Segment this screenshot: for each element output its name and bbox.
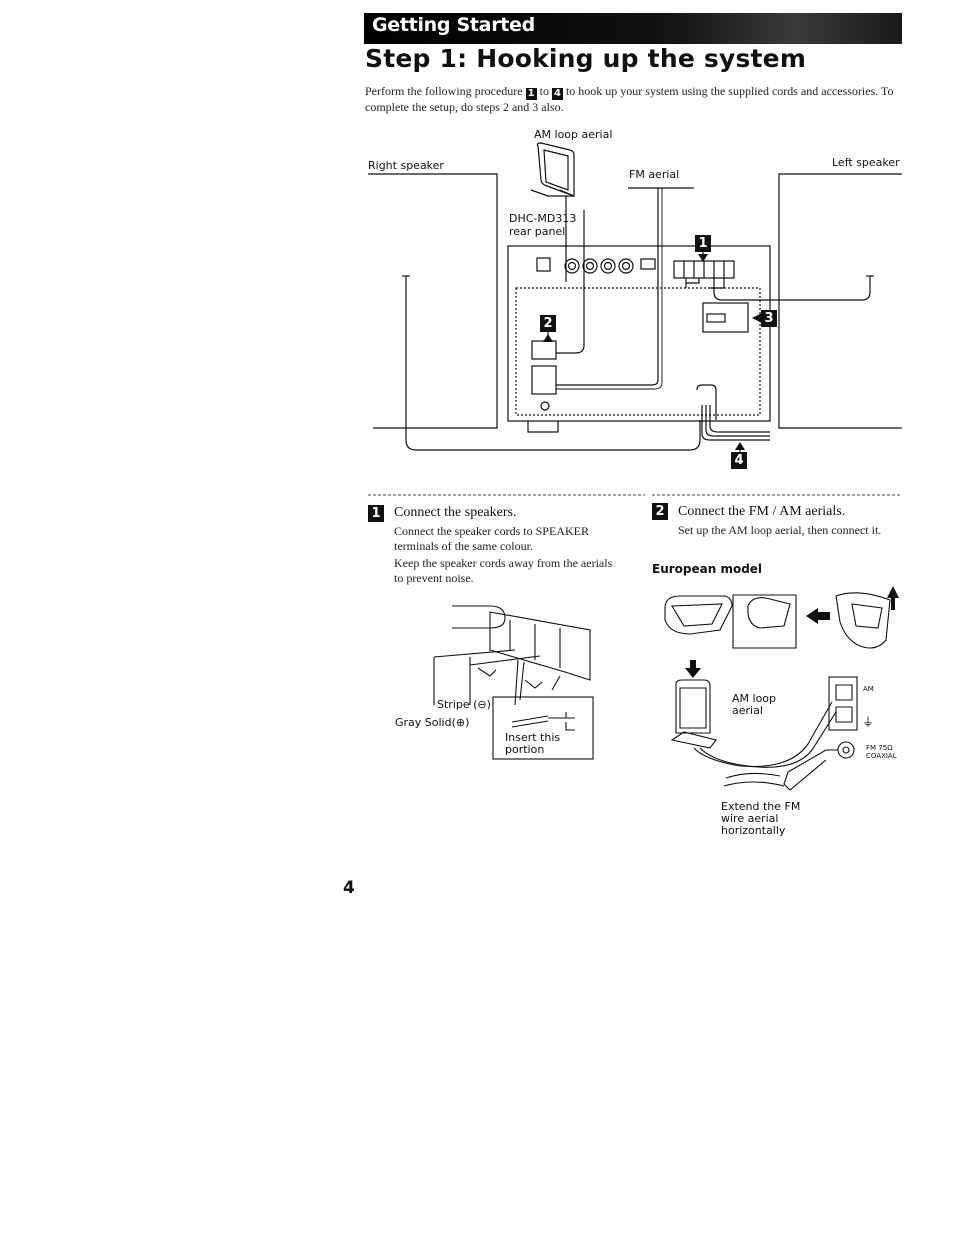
am-loop-label-line-2: aerial xyxy=(732,704,763,717)
step-2-badge: 2 xyxy=(652,503,668,520)
callout-arrow xyxy=(698,254,708,262)
european-arrows xyxy=(685,586,899,678)
intro-text-end: to hook up your system using the supplie… xyxy=(365,84,894,114)
stripe-label: Stripe (⊖) xyxy=(437,698,491,711)
callout-step-1: 1 xyxy=(695,235,711,252)
intro-text-start: Perform the following procedure xyxy=(365,84,523,98)
step-2-title: Connect the FM / AM aerials. xyxy=(678,504,846,519)
right-speaker-label: Right speaker xyxy=(368,159,444,172)
step-1-badge: 1 xyxy=(368,505,384,522)
page-number: 4 xyxy=(343,878,355,898)
insert-label-line-1: Insert this xyxy=(505,731,561,744)
am-loop-aerial-label: AM loop aerial xyxy=(534,128,613,141)
european-model-heading: European model xyxy=(652,562,763,576)
section-title: Getting Started xyxy=(372,14,535,36)
left-speaker-label: Left speaker xyxy=(832,156,900,169)
step-1-body: Connect the speaker cords to SPEAKER ter… xyxy=(394,524,589,553)
extend-label-line-3: horizontally xyxy=(721,824,786,837)
step-2-body: Set up the AM loop aerial, then connect … xyxy=(678,523,882,537)
section-banner xyxy=(364,13,902,44)
insert-label-line-2: portion xyxy=(505,743,545,756)
speaker-cord-illustration xyxy=(433,605,594,760)
callout-step-4: 4 xyxy=(731,452,747,469)
rear-panel-outline xyxy=(507,245,771,422)
european-model-illustration xyxy=(664,592,891,791)
intro-text-to: to xyxy=(539,84,549,98)
fm-aerial-label: FM aerial xyxy=(629,168,680,181)
am-loop-aerial-icon xyxy=(536,142,575,197)
right-speaker-outline xyxy=(368,173,498,429)
step-1-title: Connect the speakers. xyxy=(394,505,517,520)
rear-panel-label: rear panel xyxy=(509,225,566,238)
am-terminal-label: AM xyxy=(863,685,874,693)
extend-label-line-1: Extend the FM xyxy=(721,800,801,813)
extend-label-line-2: wire aerial xyxy=(721,812,779,825)
left-speaker-outline xyxy=(778,173,902,429)
fm-terminal-label-line-2: COAXIAL xyxy=(866,752,897,760)
model-label: DHC-MD313 xyxy=(509,212,577,225)
am-loop-label-line-1: AM loop xyxy=(732,692,777,705)
page-title: Step 1: Hooking up the system xyxy=(365,44,807,73)
gray-solid-label: Gray Solid(⊕) xyxy=(395,716,470,729)
ground-icon: ⏚ xyxy=(862,715,875,729)
callout-step-2: 2 xyxy=(540,315,556,332)
step-1-note: Keep the speaker cords away from the aer… xyxy=(394,556,613,585)
fm-terminal-label-line-1: FM 75Ω xyxy=(866,744,893,752)
callout-step-3: 3 xyxy=(761,310,777,327)
step-badge: 4 xyxy=(551,88,563,100)
intro-paragraph: Perform the following procedure 1 to 4 t… xyxy=(365,84,905,115)
step-badge: 1 xyxy=(525,88,537,100)
